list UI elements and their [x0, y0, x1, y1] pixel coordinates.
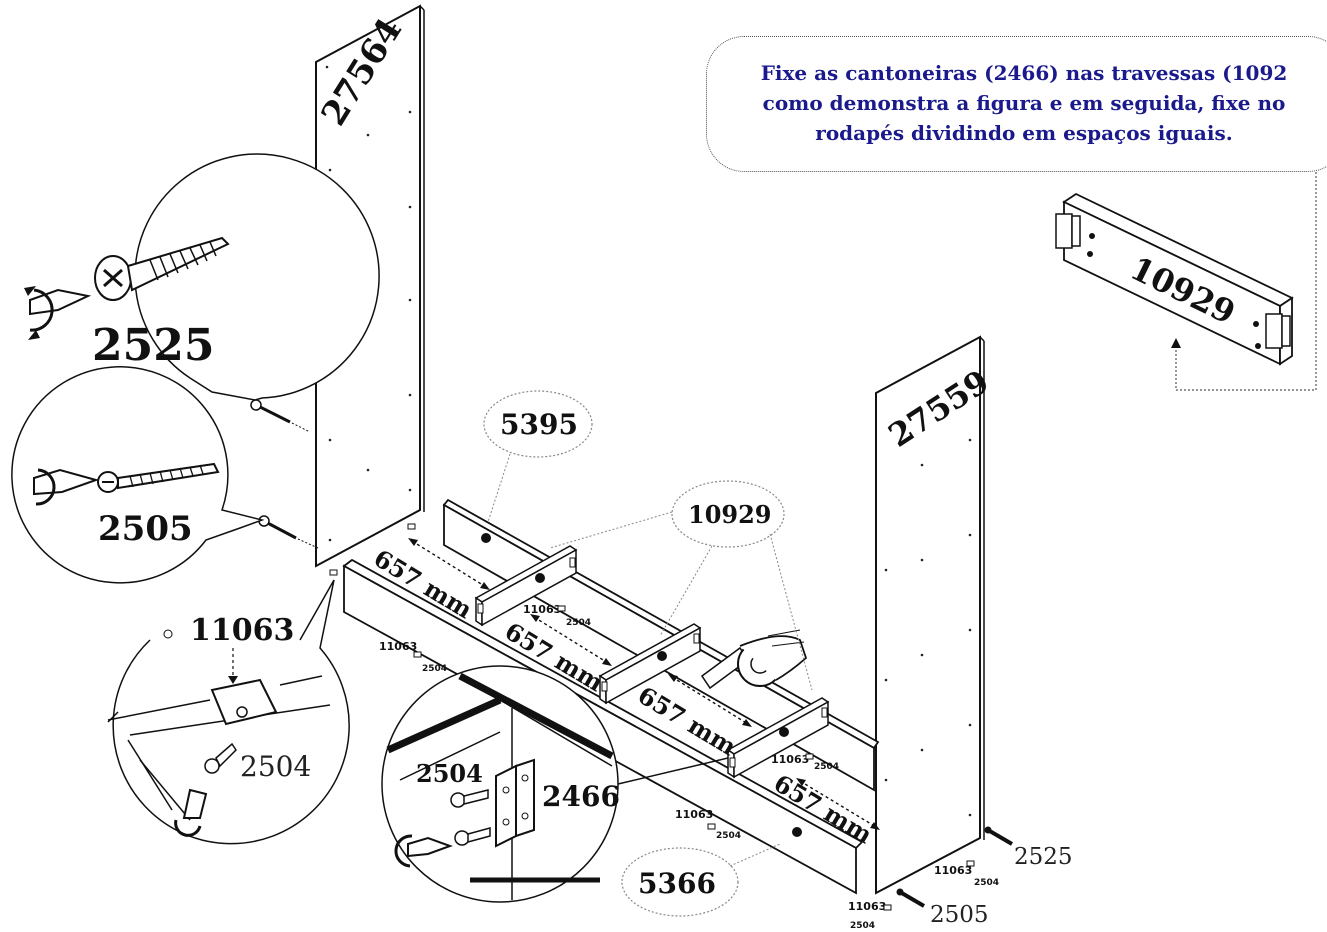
screwdriver-icon [174, 788, 208, 837]
screwdriver-icon [24, 286, 92, 340]
svg-text:2504: 2504 [716, 831, 741, 841]
svg-text:11063: 11063 [771, 753, 809, 766]
bubble-5395: 5395 [483, 390, 593, 523]
callout-2504-bracket-label: 2504 [416, 759, 483, 788]
callout-2525-label: 2525 [92, 320, 214, 371]
arrowheads [408, 538, 880, 830]
callout-2505: 2505 [11, 366, 265, 584]
screwdriver-icon [33, 468, 100, 506]
crossbar-3 [726, 697, 830, 779]
callout-2525: 2525 [24, 153, 380, 401]
svg-text:11063: 11063 [523, 603, 561, 616]
svg-text:2504: 2504 [566, 618, 591, 628]
bracket-2466-icon [495, 758, 535, 848]
callout-2466: 2466 2504 [381, 665, 729, 903]
bracket-icon [1055, 213, 1291, 349]
crossbar-2 [598, 623, 702, 705]
foot-screw-label-2505: 2505 [930, 902, 989, 928]
svg-text:2504: 2504 [974, 878, 999, 888]
screw-2525-icon [94, 236, 230, 301]
callout-11063-label: 11063 [190, 613, 294, 648]
svg-text:2504: 2504 [422, 664, 447, 674]
bubble-5395-label: 5395 [500, 408, 578, 441]
crossbar-1 [474, 545, 578, 627]
svg-text:11063: 11063 [934, 864, 972, 877]
callout-11063: 11063 2504 [107, 579, 350, 845]
instruction-text: Fixe as cantoneiras (2466) nas travessas… [714, 58, 1327, 148]
screw-2504-icon [450, 789, 491, 846]
instruction-box [706, 36, 1327, 172]
svg-text:11063: 11063 [848, 900, 886, 913]
dimension-arrows [411, 540, 877, 828]
tape-measure-icon [700, 629, 808, 690]
cap-markers: 11063 2504 11063 2504 11063 2504 11063 2… [329, 523, 999, 931]
right-panel: 27559 [875, 335, 996, 895]
svg-text:2504: 2504 [814, 762, 839, 772]
callout-2504-label: 2504 [240, 750, 311, 783]
svg-text:11063: 11063 [675, 808, 713, 821]
screw-2504-icon [204, 742, 237, 774]
travessa-detail: 10929 [1055, 172, 1317, 391]
instruction-line-1: Fixe as cantoneiras (2466) nas travessas… [760, 61, 1288, 85]
callout-2466-label: 2466 [542, 780, 620, 813]
instruction-line-2: como demonstra a figura e em seguida, fi… [762, 91, 1286, 115]
bubble-5366-label: 5366 [638, 867, 716, 900]
svg-text:11063: 11063 [379, 640, 417, 653]
screwdriver-icon [394, 834, 453, 868]
bubble-5366: 5366 [621, 843, 781, 917]
svg-text:2504: 2504 [850, 921, 875, 931]
bubble-10929: 10929 [549, 480, 813, 691]
bubble-10929-label: 10929 [688, 500, 772, 529]
foot-screw-label-2525: 2525 [1014, 844, 1073, 870]
instruction-line-3: rodapés dividindo em espaços iguais. [815, 121, 1233, 145]
foot-screws: 2525 2505 [896, 826, 1073, 928]
screw-2505-icon [97, 462, 220, 493]
callout-2505-label: 2505 [98, 509, 193, 549]
side-screws [250, 399, 319, 549]
